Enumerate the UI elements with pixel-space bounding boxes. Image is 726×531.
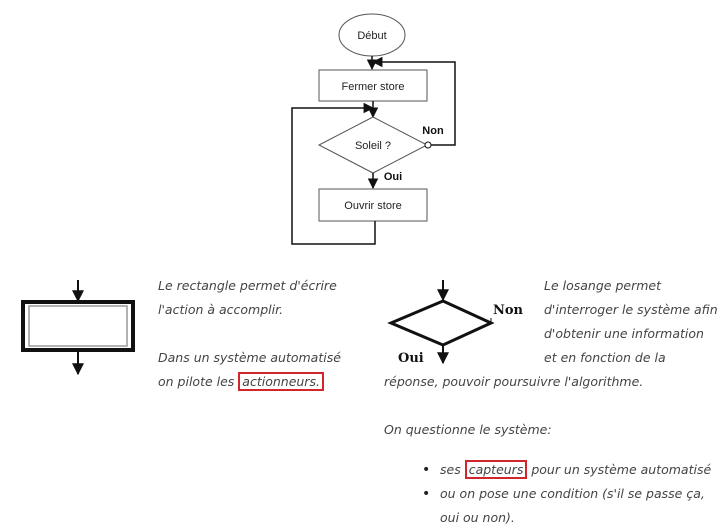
diamond-yes-label: Oui — [398, 351, 424, 366]
rectangle-symbol — [21, 280, 135, 376]
connector-return-loop — [291, 102, 376, 245]
rect-text-line2: l'action à accomplir. — [158, 302, 284, 317]
flowchart: Début Fermer store Soleil ? Non Oui Ouvr… — [291, 13, 456, 245]
bullet2-line2: oui ou non). — [440, 510, 515, 525]
diamond-text-line4: et en fonction de la — [544, 350, 666, 365]
diamond-text-line6: On questionne le système: — [384, 422, 552, 437]
bullet-capteurs: ses capteurs pour un système automatisé — [420, 458, 711, 482]
diamond-text-line2: d'interroger le système afin — [544, 302, 718, 317]
no-port — [424, 141, 432, 149]
bullet1-pre: ses — [440, 462, 465, 477]
diamond-no-label: Non — [493, 303, 524, 318]
open-store-label: Ouvrir store — [344, 200, 401, 212]
bullet-list: ses capteurs pour un système automatisé … — [420, 458, 711, 530]
diamond-text-line5: réponse, pouvoir poursuivre l'algorithme… — [384, 374, 644, 389]
close-store-label: Fermer store — [342, 81, 405, 93]
no-label: Non — [422, 125, 444, 137]
diamond-text-line3: d'obtenir une information — [544, 326, 704, 341]
decision-label: Soleil ? — [355, 140, 391, 152]
highlight-capteurs: capteurs — [464, 460, 528, 479]
close-store-box — [318, 69, 428, 102]
bullet-condition: ou on pose une condition (s'il se passe … — [420, 482, 711, 530]
diamond-symbol: Non Oui — [387, 280, 524, 366]
bullet1-post: pour un système automatisé — [527, 462, 712, 477]
yes-label: Oui — [384, 171, 402, 183]
highlight-actionneurs: actionneurs. — [238, 372, 324, 391]
diamond-text-line1: Le losange permet — [544, 278, 661, 293]
rect-shape — [21, 300, 135, 352]
rect-text-line3: Dans un système automatisé — [158, 350, 341, 365]
rect-text-line1: Le rectangle permet d'écrire — [158, 278, 337, 293]
bullet2-line1: ou on pose une condition (s'il se passe … — [440, 486, 705, 501]
open-store-box — [318, 188, 428, 222]
rect-text-line4-pre: on pilote les — [158, 374, 239, 389]
start-label: Début — [357, 30, 386, 42]
diamond-shape — [387, 299, 495, 347]
rect-text-line4: on pilote les actionneurs. — [158, 370, 324, 394]
rect-inner — [28, 305, 128, 347]
connector-no-loop — [371, 56, 456, 146]
